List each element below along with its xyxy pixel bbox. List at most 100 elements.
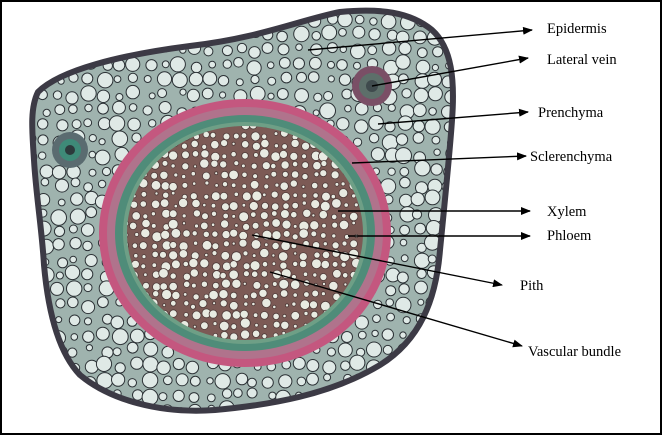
parenchyma-cell xyxy=(128,379,136,387)
pith-cell xyxy=(209,310,217,318)
pith-cell xyxy=(339,189,348,198)
pith-cell xyxy=(293,261,298,266)
pith-cell xyxy=(200,259,209,268)
parenchyma-cell xyxy=(204,47,213,56)
parenchyma-cell xyxy=(314,93,322,101)
parenchyma-cell xyxy=(322,25,337,40)
parenchyma-cell xyxy=(170,57,185,72)
label-prenchyma: Prenchyma xyxy=(538,105,604,121)
pith-cell xyxy=(282,193,291,202)
pith-cell xyxy=(303,209,311,217)
pith-cell xyxy=(221,220,229,228)
pith-cell xyxy=(221,140,228,147)
pith-cell xyxy=(223,133,230,140)
pith-cell xyxy=(229,270,238,279)
parenchyma-cell xyxy=(98,180,105,187)
pith-cell xyxy=(243,223,250,230)
pith-cell xyxy=(304,311,308,315)
pith-cell xyxy=(250,292,257,299)
pith-cell xyxy=(251,132,260,141)
pith-cell xyxy=(182,183,188,189)
pith-cell xyxy=(271,171,277,177)
parenchyma-cell xyxy=(52,166,65,179)
parenchyma-cell xyxy=(371,148,384,161)
pith-cell xyxy=(281,210,290,219)
pith-cell xyxy=(310,221,319,230)
pith-cell xyxy=(202,172,210,180)
parenchyma-cell xyxy=(262,377,273,388)
parenchyma-cell xyxy=(99,139,105,145)
parenchyma-cell xyxy=(234,58,244,68)
parenchyma-cell xyxy=(297,72,307,82)
label-phloem: Phloem xyxy=(547,228,592,244)
pith-cell xyxy=(201,150,209,158)
pith-cell xyxy=(302,193,307,198)
parenchyma-cell xyxy=(209,61,216,68)
pith-cell xyxy=(255,323,259,327)
parenchyma-cell xyxy=(234,389,243,398)
pith-cell xyxy=(252,142,260,150)
parenchyma-cell xyxy=(312,32,321,41)
parenchyma-cell xyxy=(432,64,438,70)
pith-cell xyxy=(253,174,258,179)
parenchyma-cell xyxy=(68,297,79,308)
pith-cell xyxy=(230,302,239,311)
pith-cell xyxy=(252,254,256,258)
parenchyma-cell xyxy=(268,93,274,99)
pith-cell xyxy=(211,141,219,149)
pith-cell xyxy=(232,252,242,262)
pith-cell xyxy=(195,224,199,228)
parenchyma-cell xyxy=(86,207,97,218)
pith-cell xyxy=(184,281,190,287)
parenchyma-cell xyxy=(173,358,184,369)
parenchyma-cell xyxy=(400,167,409,176)
pith-cell xyxy=(212,243,219,250)
parenchyma-cell xyxy=(413,104,426,117)
pith-cell xyxy=(241,330,250,339)
pith-cell xyxy=(350,212,358,220)
parenchyma-cell xyxy=(114,76,121,83)
pith-cell xyxy=(162,290,172,300)
parenchyma-cell xyxy=(82,269,93,280)
parenchyma-cell xyxy=(113,348,121,356)
parenchyma-cell xyxy=(324,374,331,381)
pith-cell xyxy=(299,260,306,267)
parenchyma-cell xyxy=(388,168,395,175)
pith-cell xyxy=(200,159,209,168)
pith-cell xyxy=(272,219,281,228)
pith-cell xyxy=(262,162,270,170)
pith-cell xyxy=(161,230,170,239)
pith-cell xyxy=(213,322,217,326)
parenchyma-cell xyxy=(203,72,217,86)
parenchyma-cell xyxy=(130,329,144,343)
label-lateral-vein: Lateral vein xyxy=(547,52,617,68)
pith-cell xyxy=(273,294,278,299)
parenchyma-cell xyxy=(56,179,69,192)
parenchyma-cell xyxy=(53,91,61,99)
pith-cell xyxy=(251,212,257,218)
pith-cell xyxy=(160,251,167,258)
pith-cell xyxy=(343,273,348,278)
pith-cell xyxy=(191,140,198,147)
pith-cell xyxy=(254,153,259,158)
pith-cell xyxy=(151,224,156,229)
pith-cell xyxy=(169,210,177,218)
pith-cell xyxy=(223,241,229,247)
pith-cell xyxy=(220,300,227,307)
parenchyma-cell xyxy=(89,151,96,158)
pith-cell xyxy=(232,215,236,219)
pith-cell xyxy=(314,172,319,177)
pith-cell xyxy=(321,260,329,268)
pith-cell xyxy=(232,242,235,245)
pith-cell xyxy=(132,243,137,248)
pith-cell xyxy=(230,229,238,237)
pith-cell xyxy=(171,301,177,307)
pith-cell xyxy=(260,249,269,258)
pith-cell xyxy=(239,212,249,222)
pith-cell xyxy=(239,231,248,240)
parenchyma-cell xyxy=(84,284,92,292)
parenchyma-cell xyxy=(54,226,64,236)
parenchyma-cell xyxy=(146,60,157,71)
pith-cell xyxy=(230,292,237,299)
pith-cell xyxy=(292,202,299,209)
